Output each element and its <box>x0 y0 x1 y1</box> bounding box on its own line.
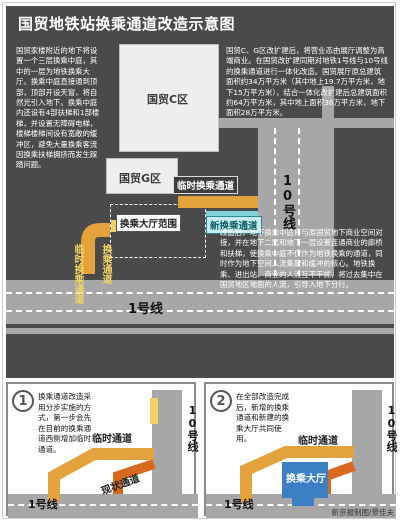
panel-step-2: 2 在全部改造完成后，新增的换乘通道和新建的换乘大厅共同使用。 临时通道 换乘大… <box>204 382 398 518</box>
label-temp-channel-vertical: 临时换乘通道 <box>72 244 83 304</box>
panel-2-badge: 2 <box>210 390 232 412</box>
road-right-vertical <box>322 86 334 276</box>
building-c-label: 国贸C区 <box>147 93 189 106</box>
panel-1-badge: 1 <box>12 390 34 412</box>
transfer-hall-range <box>110 204 206 258</box>
panel-2-existing-channel <box>321 461 356 494</box>
track-dash-10-right <box>298 128 300 276</box>
label-temp-channel: 临时换乘通道 <box>173 176 239 194</box>
road-lower-strip <box>6 328 394 334</box>
road-line1-corridor <box>6 280 394 324</box>
panel-2-hall-stem <box>292 496 314 506</box>
panel-2-transfer-hall <box>282 462 328 498</box>
temp-channel-path <box>81 223 110 274</box>
credit: 新京报制图/景佳夫 <box>331 508 394 517</box>
label-line-1: 1号线 <box>128 302 164 317</box>
label-line-10: 10号线 <box>280 174 295 230</box>
label-new-transfer-channel: 新换乘通道 <box>206 216 262 234</box>
building-g-label: 国贸G区 <box>119 172 162 185</box>
panel-1-line-1: 1号线 <box>28 498 58 511</box>
track-dash-top <box>6 292 394 294</box>
panel-2-hall-label: 换乘大厅 <box>286 474 326 485</box>
panel-2-temp-label: 临时通道 <box>298 436 338 447</box>
panel-2-line-10: 10号线 <box>385 404 398 452</box>
panel-2-line-1: 1号线 <box>224 498 254 511</box>
panel-step-1: 1 换乘通道改造采用分步实施的方式，第一步会先在目前的换乘通道西侧增加临时通道。… <box>6 382 199 518</box>
panel-1-temp-label: 临时通道 <box>92 434 132 445</box>
panel-1-1-corridor <box>8 494 198 518</box>
track-dash-10-left <box>274 128 276 276</box>
page-title: 国贸地铁站换乘通道改造示意图 <box>18 15 236 33</box>
panel-1-note: 换乘通道改造采用分步实施的方式，第一步会先在目前的换乘通道西侧增加临时通道。 <box>38 392 92 454</box>
building-c: 国贸C区 <box>119 44 219 152</box>
panel-1-channels <box>48 398 158 502</box>
note-bottom-right: 改造后，地下换乘中庭将与原国贸地下商业空间对接，并在地下二层和地下一层设置连通商… <box>220 228 383 290</box>
note-left: 国贸家楼附近的地下将设置一个三层换乘中庭，其中的一层为地铁换乘大厅。换乘中庭直接… <box>16 46 100 170</box>
panel-1-track <box>8 504 198 506</box>
label-hall-range: 换乘大厅范围 <box>116 214 182 232</box>
panel-2-temp-channel <box>240 446 354 502</box>
panel-1-existing-channel <box>113 459 156 494</box>
track-dash-bottom <box>6 310 394 312</box>
road-10-corridor <box>258 126 322 276</box>
building-g: 国贸G区 <box>106 158 178 194</box>
road-mid-horizontal <box>202 118 394 128</box>
panel-2-note: 在全部改造完成后，新增的换乘通道和新建的换乘大厅共同使用。 <box>236 392 290 444</box>
panel-2-10-corridor <box>352 390 382 494</box>
page-frame <box>2 2 396 519</box>
note-top-right: 国贸C、G区改扩建后，将营业态由展厅调整为高端商业。在国贸改扩建同期对地铁1号线… <box>226 46 388 118</box>
panel-1-line-10: 10号线 <box>186 404 199 452</box>
panel-1-temp-channel <box>48 448 154 502</box>
label-transfer-channel-vertical: 换乘通道 <box>100 244 111 284</box>
main-diagram: 国贸地铁站换乘通道改造示意图 国贸C区 国贸G区 临时换乘通道 新换乘通道 换乘… <box>6 6 394 378</box>
